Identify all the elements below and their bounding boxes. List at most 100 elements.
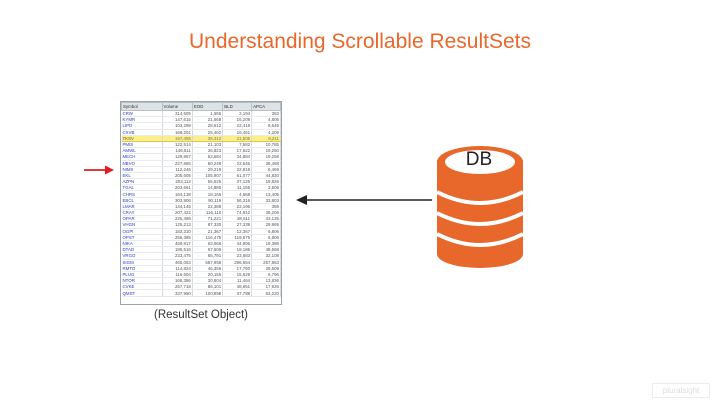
symbol-cell: LMAR — [121, 203, 163, 211]
symbol-cell: CHRS — [121, 190, 163, 198]
value-cell: 48,568 — [251, 246, 281, 254]
symbol-cell: LIPD — [121, 122, 163, 130]
value-cell: 46,356 — [192, 265, 224, 272]
value-cell: 32,108 — [251, 252, 281, 260]
symbol-cell: TKSV — [121, 134, 163, 142]
value-cell: 8,649 — [251, 122, 281, 130]
table-header-row: Symbol Volume EOD BLD APCA — [121, 102, 281, 111]
value-cell: 6,806 — [251, 228, 281, 235]
symbol-cell: KYMR — [121, 116, 163, 124]
slide-title: Understanding Scrollable ResultSets — [188, 30, 532, 53]
value-cell: 18,165 — [192, 190, 224, 198]
value-cell: 6,796 — [251, 271, 281, 279]
symbol-cell: TGAL — [121, 184, 163, 192]
symbol-cell: RMTO — [121, 265, 163, 272]
value-cell: 1,555 — [192, 110, 224, 118]
symbol-cell: QMST — [121, 289, 163, 297]
value-cell: 21,568 — [192, 116, 224, 124]
symbol-cell: OGPI — [121, 228, 163, 235]
value-cell: 314,605 — [162, 110, 193, 118]
symbol-cell: VRGO — [121, 252, 163, 260]
value-cell: 148,511 — [162, 147, 193, 155]
value-cell: 363 — [251, 110, 281, 118]
value-cell: 65,791 — [192, 252, 224, 260]
value-cell: 103,299 — [162, 122, 193, 130]
value-cell: 256,385 — [162, 234, 193, 241]
value-cell: 71,221 — [192, 215, 224, 223]
value-cell: 557,958 — [192, 259, 224, 266]
value-cell: 22,818 — [222, 166, 253, 173]
value-cell: 16,209 — [222, 116, 253, 124]
value-cell: 21,103 — [192, 141, 224, 149]
value-cell: 61,077 — [222, 172, 253, 180]
value-cell: 164,138 — [162, 190, 193, 198]
value-cell: 86,101 — [192, 283, 224, 291]
value-cell: 20,155 — [192, 271, 224, 279]
value-cell: 23,646 — [222, 160, 253, 167]
value-cell: 465,063 — [162, 259, 193, 266]
symbol-cell: PMIS — [121, 141, 163, 149]
value-cell: 116,110 — [192, 209, 224, 217]
value-cell: 11,155 — [222, 184, 253, 192]
value-cell: 29,219 — [192, 166, 224, 173]
value-cell: 296,554 — [222, 259, 253, 266]
value-cell: 18,826 — [251, 178, 281, 186]
value-cell: 119,675 — [222, 234, 253, 241]
value-cell: 337,950 — [162, 289, 193, 297]
value-cell: 125,213 — [162, 221, 193, 229]
value-cell: 129,867 — [162, 153, 193, 161]
value-cell: 147,615 — [162, 116, 193, 124]
left-arrow-icon — [296, 195, 432, 205]
value-cell: 116,604 — [162, 271, 193, 279]
symbol-cell: OPAR — [121, 215, 163, 223]
value-cell: 207,422 — [162, 209, 193, 217]
value-cell: 469,817 — [162, 240, 193, 248]
symbol-cell: NIMX — [121, 166, 163, 173]
value-cell: 8,211 — [251, 134, 281, 142]
column-header: Symbol — [121, 102, 163, 111]
symbol-cell: OPST — [121, 234, 163, 241]
value-cell: 34,884 — [222, 153, 253, 161]
value-cell: 144,145 — [162, 203, 193, 211]
value-cell: 4,668 — [222, 190, 253, 198]
symbol-cell: NIKA — [121, 240, 163, 248]
value-cell: 303,906 — [162, 197, 193, 204]
column-header: APCA — [251, 102, 281, 111]
symbol-cell: AZPN — [121, 178, 163, 186]
value-cell: 23,683 — [222, 252, 253, 260]
value-cell: 11,464 — [222, 277, 253, 285]
value-cell: 21,506 — [222, 134, 253, 142]
value-cell: 43,135 — [251, 215, 281, 223]
